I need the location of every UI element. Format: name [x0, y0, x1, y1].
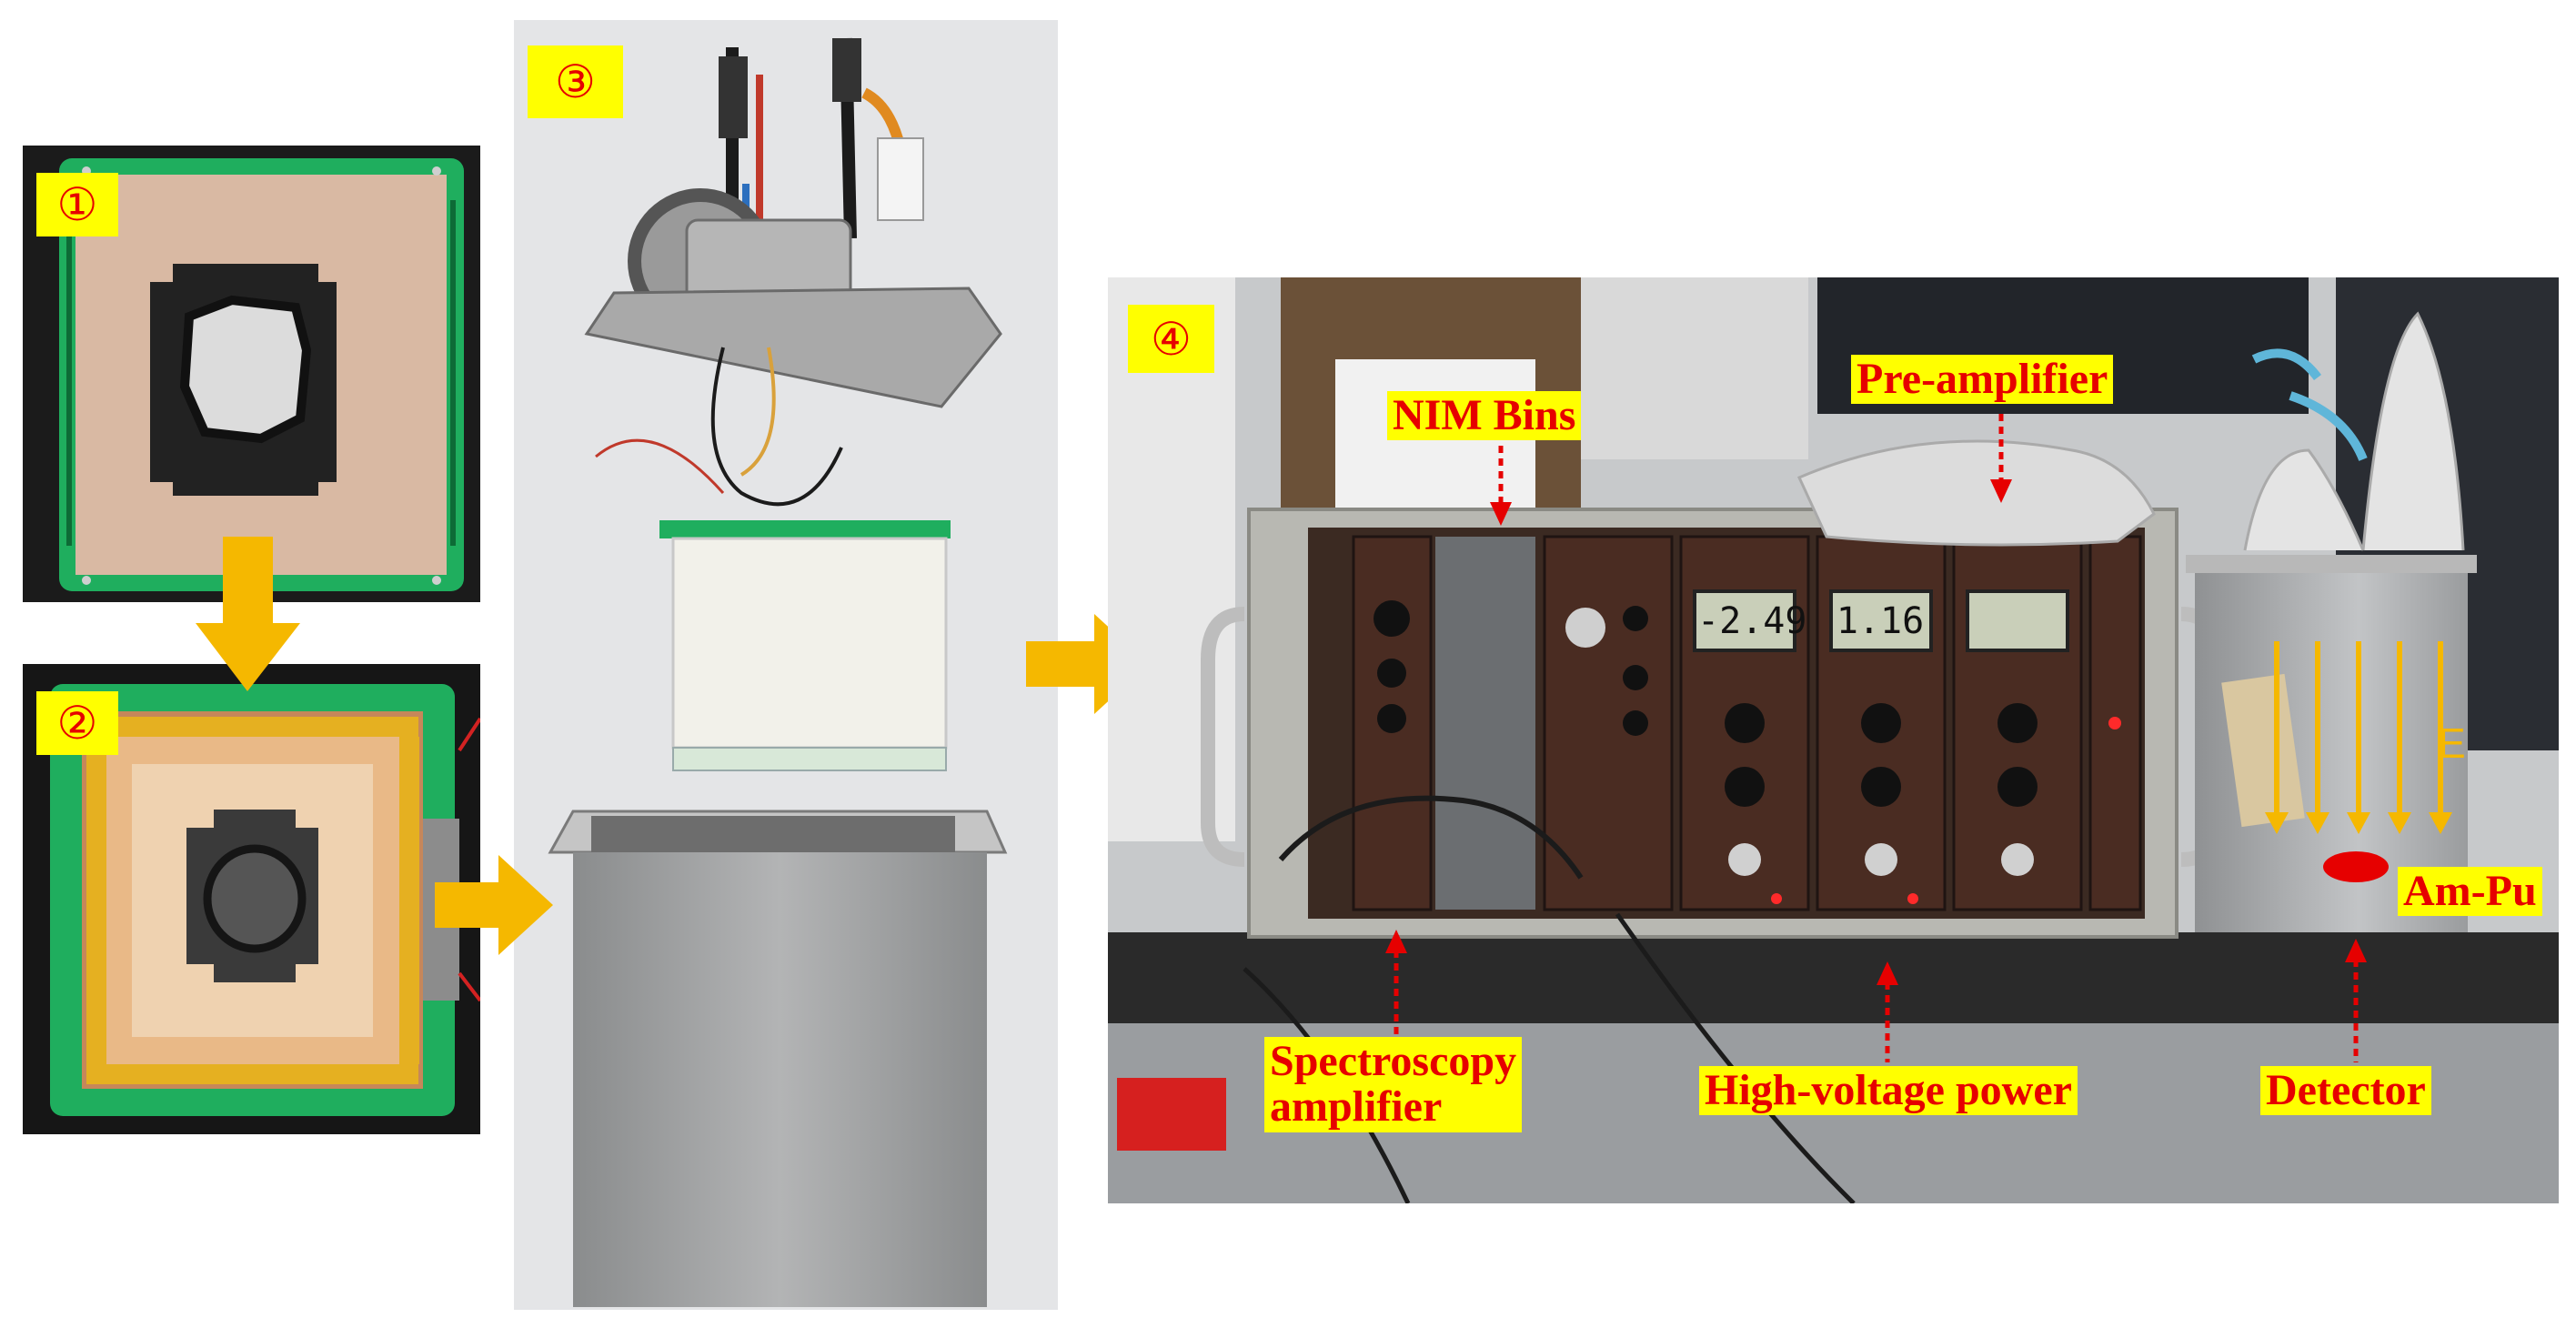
panel-2-label: ② — [36, 691, 118, 755]
flow-arrow-down — [196, 537, 300, 691]
panel-1-photo — [23, 146, 480, 602]
nim-bins-label: NIM Bins — [1387, 391, 1582, 441]
panel-1-label: ① — [36, 173, 118, 236]
high-voltage-power-label: High-voltage power — [1699, 1066, 2078, 1116]
callout-high-voltage-arrow — [1877, 961, 1898, 1062]
callout-pre-amplifier-arrow — [1990, 414, 2012, 503]
am-pu-label: Am-Pu — [2398, 867, 2542, 917]
am-pu-source-marker — [2323, 851, 2389, 882]
display-readout-1: -2.49 — [1697, 600, 1807, 642]
callout-spectroscopy-arrow — [1385, 930, 1407, 1035]
pre-amplifier-label: Pre-amplifier — [1851, 355, 2114, 405]
display-readout-2: 1.16 — [1836, 600, 1925, 642]
panel-4-label: ④ — [1128, 305, 1214, 373]
detector-board-image — [23, 146, 480, 602]
spectroscopy-label-line1: Spectroscopy — [1270, 1037, 1517, 1085]
callout-nim-bins-arrow — [1490, 446, 1512, 526]
wired-board-image — [23, 664, 480, 1134]
callout-detector-arrow — [2345, 939, 2367, 1062]
spectroscopy-label-line2: amplifier — [1270, 1082, 1443, 1132]
detector-label: Detector — [2260, 1066, 2431, 1116]
panel-2-photo — [23, 664, 480, 1134]
panel-3-label: ③ — [528, 45, 623, 118]
spectroscopy-amplifier-label: Spectroscopy amplifier — [1264, 1037, 1523, 1132]
flow-arrow-right-1 — [435, 855, 553, 955]
electric-field-label: E — [2438, 719, 2466, 767]
panel-3-photo — [514, 20, 1058, 1310]
chamber-assembly-image — [514, 20, 1058, 1310]
